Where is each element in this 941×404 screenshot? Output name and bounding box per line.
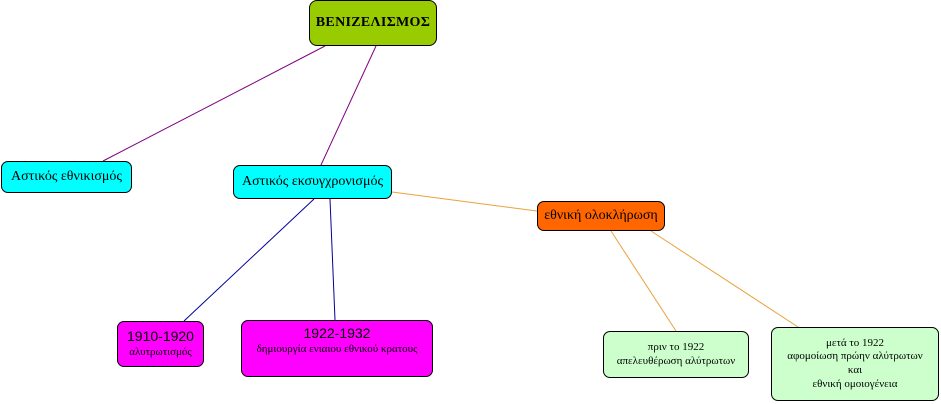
- link-root-nationalism: [102, 45, 326, 162]
- period-1922-1932-node: 1922-1932 δημιουργία ενιαιου εθνικού κρα…: [241, 320, 433, 377]
- after-line3: και: [847, 364, 863, 376]
- period1-text: αλυτρωτισμός: [129, 345, 192, 358]
- period2-text: δημιουργία ενιαιου εθνικού κρατους: [256, 342, 418, 355]
- after-1922-node: μετά το 1922 αφομοίωση πρώην αλύτρωτων κ…: [771, 327, 939, 401]
- before-line2: απελευθέρωση αλύτρωτων: [616, 354, 736, 367]
- link-integration-after: [650, 230, 799, 328]
- after-line2: αφομοίωση πρώην αλύτρωτων: [787, 350, 923, 363]
- modernization-label: Αστικός εκσυγχρονισμός: [241, 174, 384, 190]
- after-line4: εθνική ομοιογένεια: [812, 377, 898, 390]
- link-modernization-period2: [329, 198, 336, 321]
- integration-label: εθνική ολοκλήρωση: [544, 208, 658, 224]
- period2-date: 1922-1932: [303, 325, 371, 341]
- link-root-modernization: [320, 45, 377, 166]
- link-modernization-period1: [183, 198, 315, 322]
- root-node: ΒΕΝΙΖΕΛΙΣΜΟΣ: [309, 0, 437, 46]
- after-line1: μετά το 1922: [825, 336, 885, 349]
- root-label: ΒΕΝΙΖΕΛΙΣΜΟΣ: [315, 15, 431, 31]
- period1-date: 1910-1920: [127, 328, 194, 345]
- modernization-node: Αστικός εκσυγχρονισμός: [233, 165, 392, 199]
- before-1922-node: πριν το 1922 απελευθέρωση αλύτρωτων: [603, 331, 749, 378]
- link-modernization-integration: [391, 191, 538, 212]
- before-line1: πριν το 1922: [647, 340, 705, 353]
- nationalism-label: Αστικός εθνικισμός: [11, 169, 122, 185]
- link-integration-before: [610, 230, 677, 332]
- nationalism-node: Αστικός εθνικισμός: [1, 161, 132, 193]
- period-1910-1920-node: 1910-1920 αλυτρωτισμός: [117, 321, 204, 367]
- integration-node: εθνική ολοκλήρωση: [537, 201, 665, 231]
